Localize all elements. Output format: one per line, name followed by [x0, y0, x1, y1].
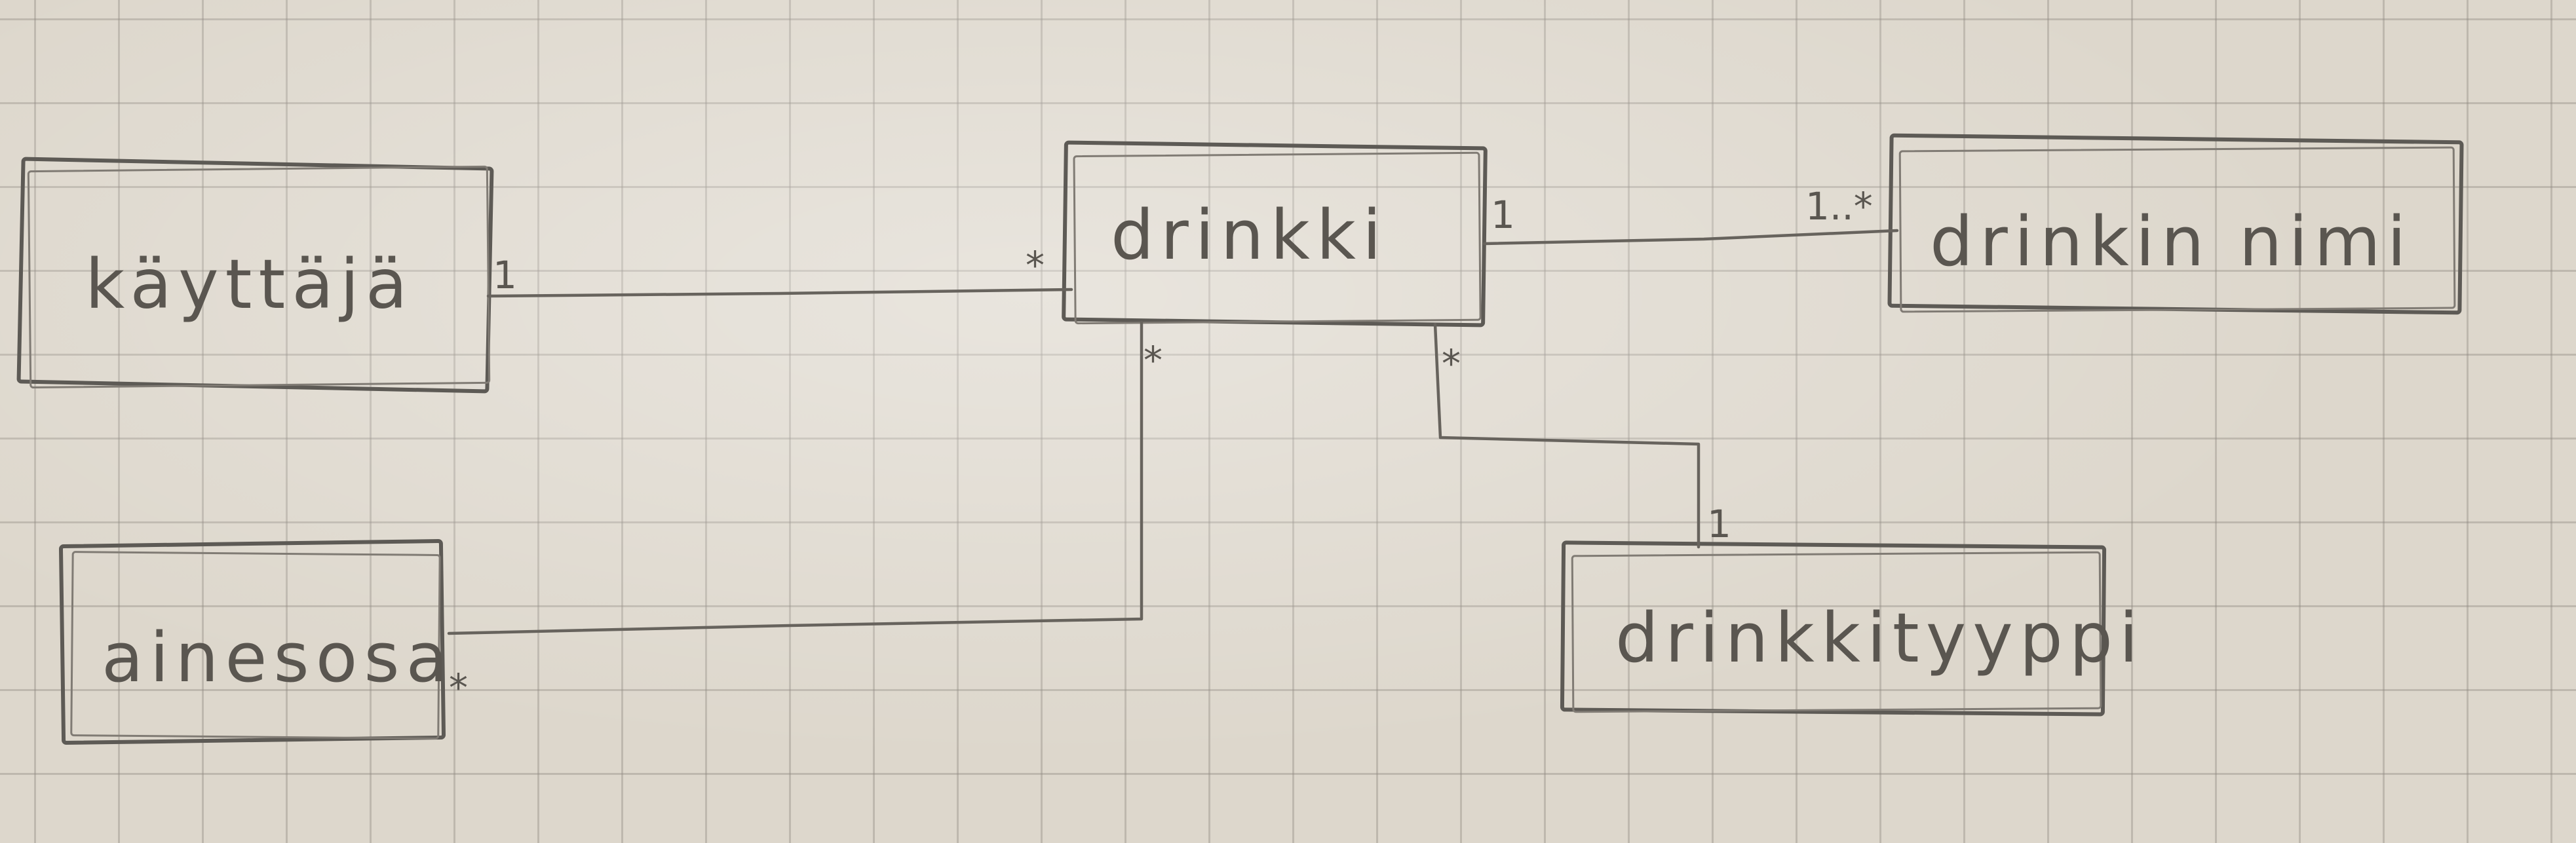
- multiplicity-drinkki-side-aineosa: *: [1144, 338, 1163, 383]
- multiplicity-kayttaja-side: 1: [493, 253, 517, 297]
- class-box-drinkki: drinkki: [1062, 140, 1488, 328]
- class-box-kayttaja: käyttäjä: [16, 157, 494, 394]
- multiplicity-drinkki-side-tyyppi: *: [1442, 341, 1461, 386]
- association-drinkki-aineosa: [447, 320, 1144, 635]
- class-box-aineosa: ainesosa: [58, 539, 454, 745]
- multiplicity-drinkin-nimi-side: 1..*: [1805, 184, 1873, 229]
- association-kayttaja-drinkki: [486, 288, 1073, 298]
- multiplicity-aineosa-side: *: [449, 665, 468, 710]
- class-label-drinkin-nimi: drinkin nimi: [1930, 202, 2413, 282]
- class-label-kayttaja: käyttäjä: [85, 244, 414, 324]
- class-label-drinkki: drinkki: [1111, 195, 1388, 275]
- class-box-drinkin-nimi: drinkin nimi: [1887, 133, 2464, 315]
- class-box-drinkkityyppi: drinkkityyppi: [1560, 540, 2145, 717]
- association-drinkki-drinkin-nimi: [1482, 229, 1899, 246]
- multiplicity-drinkki-side-kayttaja: *: [1026, 243, 1045, 288]
- class-label-aineosa: ainesosa: [102, 618, 454, 698]
- multiplicity-drinkki-side-nimi: 1: [1491, 193, 1515, 237]
- association-drinkki-drinkkityyppi: [1433, 322, 1701, 549]
- class-label-drinkkityyppi: drinkkityyppi: [1615, 598, 2145, 678]
- multiplicity-drinkkityyppi-side: 1: [1707, 502, 1731, 546]
